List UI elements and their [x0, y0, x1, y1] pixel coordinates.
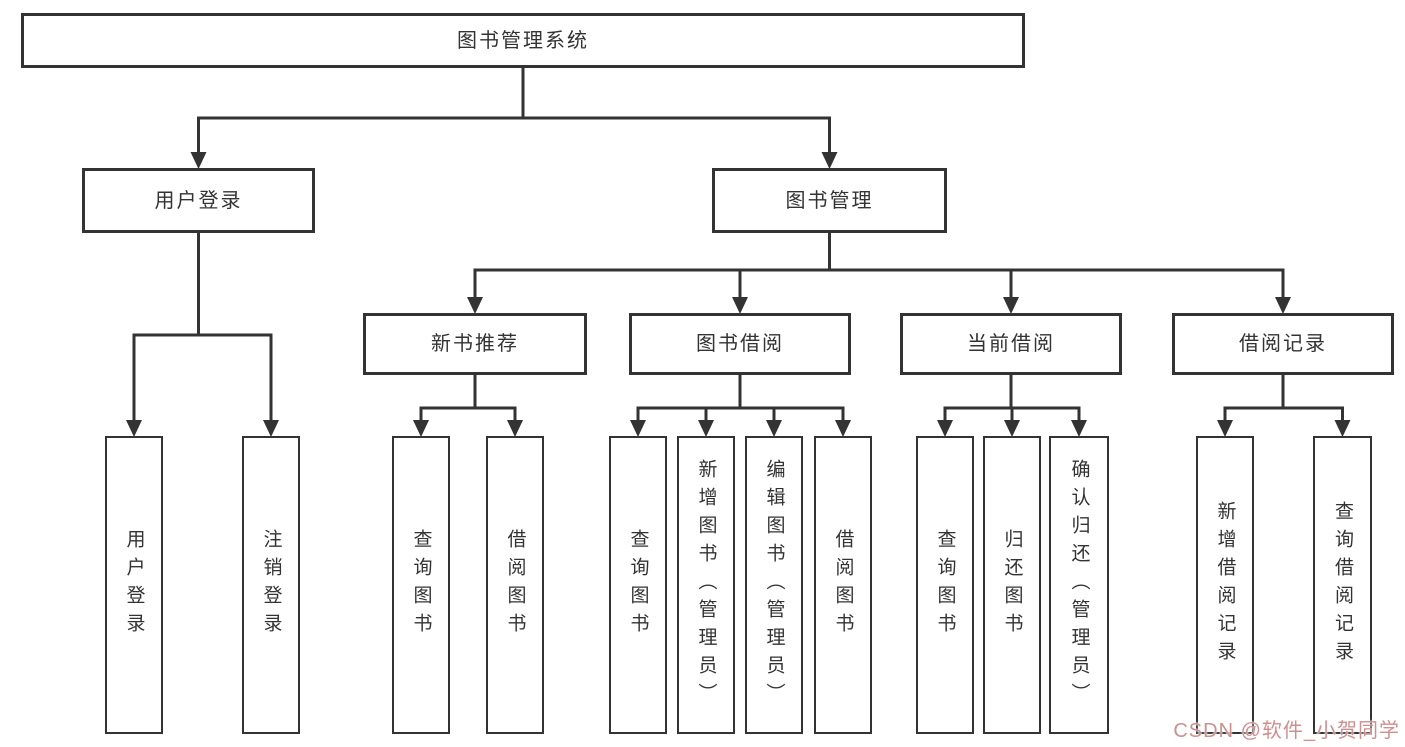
node-leaf-logout: 注销登录: [242, 436, 300, 734]
node-leaf-user-login: 用户登录: [105, 436, 163, 734]
arrowhead-icon: [698, 420, 714, 437]
arrowhead-icon: [507, 420, 523, 437]
node-leaf-cb-confirm: 确认归还（管理员）: [1049, 436, 1109, 734]
arrowhead-icon: [413, 420, 429, 437]
arrowhead-icon: [126, 420, 142, 437]
node-leaf-cb-return: 归还图书: [983, 436, 1041, 734]
node-leaf-bb-query: 查询图书: [609, 436, 667, 734]
node-leaf-nb-borrow: 借阅图书: [486, 436, 544, 734]
arrowhead-icon: [1004, 420, 1020, 437]
arrowhead-icon: [1071, 420, 1087, 437]
arrowhead-icon: [630, 420, 646, 437]
node-leaf-cb-query: 查询图书: [916, 436, 974, 734]
arrowhead-icon: [1275, 297, 1291, 314]
arrowhead-icon: [937, 420, 953, 437]
arrowhead-icon: [821, 152, 838, 169]
node-current-borrow: 当前借阅: [900, 313, 1122, 375]
arrowhead-icon: [1334, 420, 1351, 437]
node-leaf-bb-borrow: 借阅图书: [814, 436, 872, 734]
node-borrow-records: 借阅记录: [1172, 313, 1394, 375]
arrowhead-icon: [766, 420, 782, 437]
node-user-login: 用户登录: [82, 168, 315, 233]
node-leaf-br-add: 新增借阅记录: [1196, 436, 1254, 734]
connector-lines: [132, 68, 1344, 424]
arrowhead-icon: [732, 297, 748, 314]
arrowhead-icon: [1003, 297, 1019, 314]
node-root: 图书管理系统: [21, 13, 1025, 68]
arrowhead-icon: [263, 420, 279, 437]
node-leaf-br-query: 查询借阅记录: [1313, 436, 1372, 734]
arrowhead-icon: [467, 297, 483, 314]
node-new-book-rec: 新书推荐: [363, 313, 587, 375]
arrowhead-icon: [190, 152, 207, 169]
node-leaf-nb-query: 查询图书: [392, 436, 450, 734]
node-book-borrow: 图书借阅: [629, 313, 851, 375]
watermark: CSDN @软件_小贺同学: [1173, 720, 1400, 742]
node-leaf-bb-add: 新增图书（管理员）: [677, 436, 735, 734]
arrowhead-icon: [835, 420, 851, 437]
node-book-mgmt: 图书管理: [712, 168, 947, 233]
arrowhead-icon: [1217, 420, 1233, 437]
node-leaf-bb-edit: 编辑图书（管理员）: [745, 436, 803, 734]
